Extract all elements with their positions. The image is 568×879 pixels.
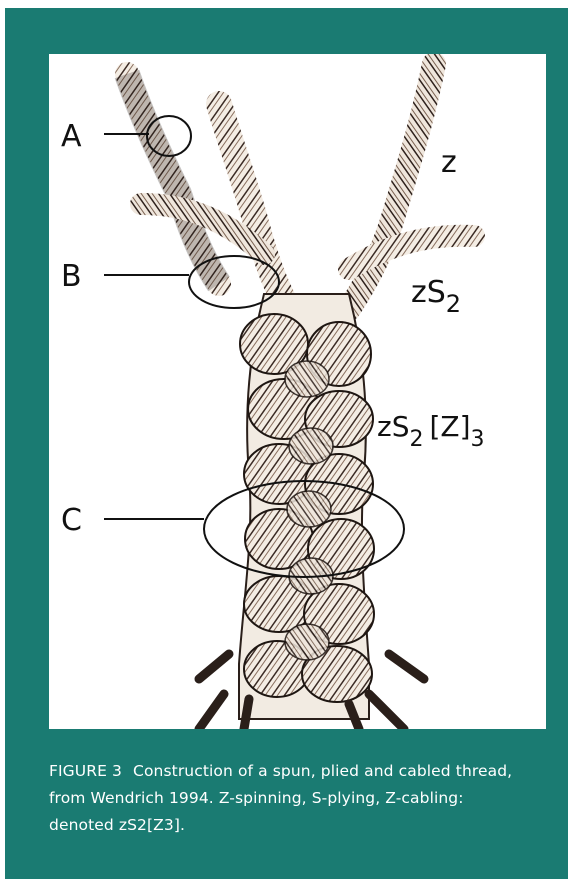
label-cable-sub1: 2 <box>409 427 423 452</box>
figure-frame: A B C z zS2 zS2[Z]3 <box>5 8 568 879</box>
figure-caption: FIGURE 3 Construction of a spun, plied a… <box>49 758 529 839</box>
figure-illustration-panel: A B C z zS2 zS2[Z]3 <box>49 54 546 729</box>
label-cable-prefix: zS <box>377 410 409 443</box>
label-cable-bracket: [Z] <box>429 410 470 443</box>
label-cable-sub2: 3 <box>471 427 485 452</box>
label-z: z <box>441 145 457 180</box>
label-zs2: zS2 <box>411 275 461 318</box>
cabled-column <box>239 294 374 719</box>
svg-text:zS2[Z]3: zS2[Z]3 <box>377 410 485 452</box>
cable-thread-illustration: A B C z zS2 zS2[Z]3 <box>49 54 546 729</box>
single-yarn-strand <box>127 74 219 284</box>
label-a: A <box>61 119 82 154</box>
label-cable-notation: zS2[Z]3 <box>377 410 485 452</box>
label-c: C <box>61 503 82 538</box>
label-zs2-prefix: zS <box>411 275 446 310</box>
marker-b: B <box>61 256 279 308</box>
svg-text:zS2: zS2 <box>411 275 461 318</box>
figure-number: FIGURE 3 <box>49 762 122 780</box>
label-b: B <box>61 259 82 294</box>
horizontal-strand-right <box>349 236 474 269</box>
label-zs2-sub: 2 <box>446 290 461 318</box>
